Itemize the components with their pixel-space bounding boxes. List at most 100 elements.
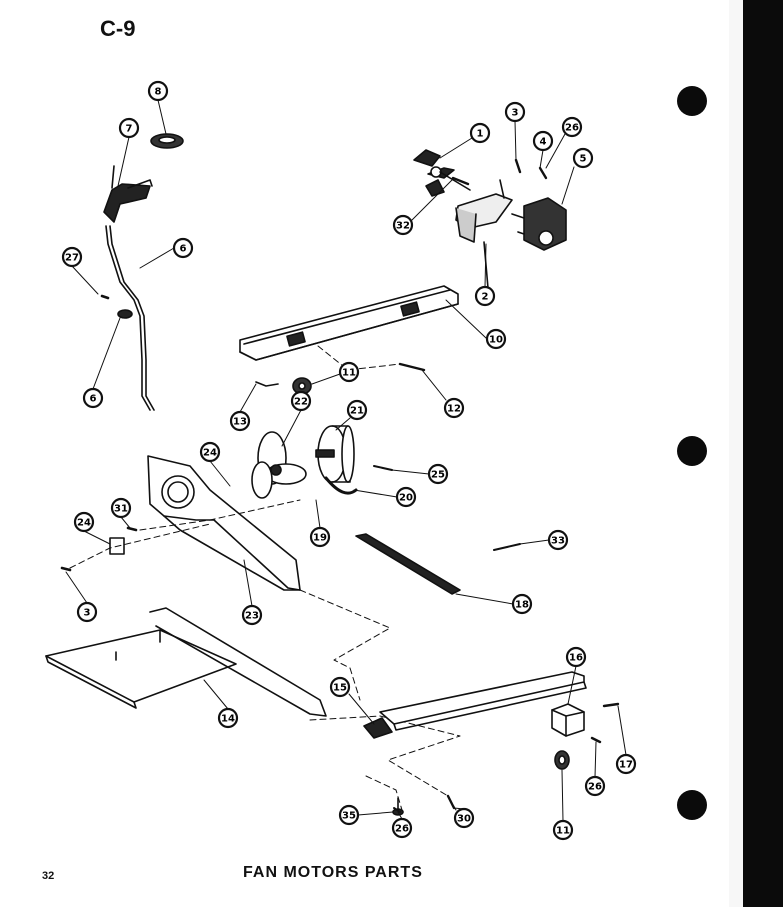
callout-label: 10 — [489, 335, 503, 346]
callout-33: 33 — [547, 529, 569, 551]
callout-label: 2 — [482, 292, 489, 303]
screw-26-lower — [590, 736, 602, 744]
callout-6: 6 — [82, 387, 104, 409]
callout-label: 5 — [580, 154, 587, 165]
fan-blade-part — [251, 431, 307, 499]
binder-hole-bottom — [677, 790, 707, 820]
callout-21: 21 — [346, 399, 368, 421]
callout-label: 6 — [90, 394, 97, 405]
callout-11: 11 — [338, 361, 360, 383]
callout-8: 8 — [147, 80, 169, 102]
callout-label: 14 — [221, 714, 235, 725]
callout-27: 27 — [61, 246, 83, 268]
callout-5: 5 — [572, 147, 594, 169]
clip-part — [100, 294, 133, 319]
callout-14: 14 — [217, 707, 239, 729]
callout-label: 13 — [233, 417, 247, 428]
callout-label: 1 — [477, 129, 484, 140]
screw-17 — [602, 702, 620, 708]
page-code: C-9 — [100, 16, 136, 41]
callout-24: 24 — [199, 441, 221, 463]
page-edge-light — [729, 0, 743, 907]
callout-label: 11 — [342, 368, 356, 379]
lower-channel-part — [363, 671, 587, 739]
screw-25 — [373, 465, 393, 471]
callout-13: 13 — [229, 410, 251, 432]
callout-label: 19 — [313, 533, 327, 544]
small-fan-blade-part — [413, 149, 471, 197]
base-plate-part — [45, 607, 327, 717]
callout-24: 24 — [73, 511, 95, 533]
callout-1: 1 — [469, 122, 491, 144]
pin-part — [398, 362, 426, 372]
callout-layer: 1233456678101111121315161718192021222324… — [61, 80, 637, 841]
lower-hub-part — [554, 750, 570, 770]
callout-15: 15 — [329, 676, 351, 698]
callout-label: 27 — [65, 253, 79, 264]
callout-label: 24 — [203, 448, 217, 459]
callout-2: 2 — [474, 285, 496, 307]
callout-11: 11 — [552, 819, 574, 841]
callout-label: 7 — [126, 124, 133, 135]
callout-30: 30 — [453, 807, 475, 829]
callout-17: 17 — [615, 753, 637, 775]
upper-channel-part — [239, 285, 459, 361]
callout-label: 15 — [333, 683, 347, 694]
callout-35: 35 — [338, 804, 360, 826]
callout-label: 17 — [619, 760, 633, 771]
callout-label: 31 — [114, 504, 128, 515]
shaded-pole-bracket-part — [103, 165, 153, 223]
screw-3 — [60, 566, 72, 572]
page-edge-strip — [743, 0, 783, 907]
callout-label: 26 — [588, 782, 602, 793]
motor-bracket-part — [455, 179, 513, 289]
callout-16: 16 — [565, 646, 587, 668]
binder-hole-middle — [677, 436, 707, 466]
callout-18: 18 — [511, 593, 533, 615]
callout-10: 10 — [485, 328, 507, 350]
callout-label: 21 — [350, 406, 364, 417]
callout-label: 16 — [569, 653, 583, 664]
callout-3: 3 — [76, 601, 98, 623]
callout-label: 35 — [342, 811, 356, 822]
callout-12: 12 — [443, 397, 465, 419]
callout-label: 32 — [396, 221, 410, 232]
callout-label: 25 — [431, 470, 445, 481]
callout-label: 33 — [551, 536, 565, 547]
motor-mount-panel-part — [147, 455, 301, 591]
callout-26: 26 — [561, 116, 583, 138]
callout-22: 22 — [290, 390, 312, 412]
grommet-ring-part — [150, 133, 184, 149]
callout-4: 4 — [532, 130, 554, 152]
rod-part — [105, 225, 155, 411]
callout-31: 31 — [110, 497, 132, 519]
callout-32: 32 — [392, 214, 414, 236]
fan-motor-part — [315, 425, 355, 483]
callout-label: 20 — [399, 493, 413, 504]
motor-strap-part — [324, 476, 358, 495]
callout-label: 11 — [556, 826, 570, 837]
screw-26-bottom — [393, 807, 401, 813]
callout-label: 8 — [155, 87, 162, 98]
callout-label: 26 — [395, 824, 409, 835]
bar-part — [355, 533, 461, 595]
callout-label: 23 — [245, 611, 259, 622]
page-number: 32 — [42, 870, 55, 882]
callout-25: 25 — [427, 463, 449, 485]
callout-26: 26 — [584, 775, 606, 797]
screw-33 — [493, 543, 521, 551]
small-screws — [451, 158, 548, 186]
binder-hole-top — [677, 86, 707, 116]
screw-31 — [126, 526, 138, 532]
callout-7: 7 — [118, 117, 140, 139]
callout-23: 23 — [241, 604, 263, 626]
callout-label: 12 — [447, 404, 461, 415]
callout-label: 18 — [515, 600, 529, 611]
small-motor-part — [511, 197, 567, 251]
callout-19: 19 — [309, 526, 331, 548]
callout-label: 26 — [565, 123, 579, 134]
callout-label: 24 — [77, 518, 91, 529]
callout-20: 20 — [395, 486, 417, 508]
callout-6: 6 — [172, 237, 194, 259]
